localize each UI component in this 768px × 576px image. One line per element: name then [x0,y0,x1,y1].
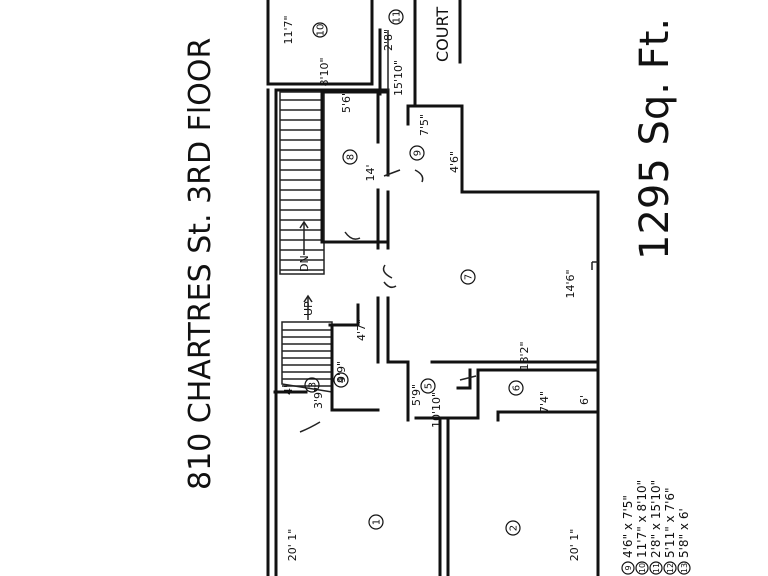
room-2-marker: 2 20' 1" [505,520,581,562]
room-1-number: 1 [372,519,383,525]
room-6-marker: 6 7'4" 6' [508,380,591,413]
room-10-number: 10 [316,24,327,37]
stairs-up [281,321,333,393]
room-11-dimension: 2'8" [382,29,395,51]
room-11-dimension-2: 15'10" [392,60,405,96]
room-4-marker: 49'9" 4'7" [333,319,368,388]
room-6-number: 6 [512,385,523,391]
room-8-dimension: 5'6" [340,91,353,113]
room-6-dimension-2: 6' [578,395,591,405]
room-3-dimension-2: 4' [282,385,295,395]
stairs-down [279,91,325,275]
room-4-dimension: 9'9" [335,361,348,383]
room-10-marker: 10 11'7" 8'10" [282,15,331,86]
legend-number: 12 [666,563,675,573]
room-7-dimension: 14'6" [564,269,577,298]
court-label: COURT [433,7,452,62]
room-5-dimension-2: 10'10" [430,392,443,428]
legend-number: 9 [624,565,633,570]
room-8-dimension-2: 14' [364,164,377,181]
legend-item-11: 11 2'8" x 15'10" [649,480,663,575]
room-5-number: 5 [424,383,435,389]
room-10-dimension-2: 8'10" [318,57,331,86]
room-8-marker: 8 5'6" 14' [340,91,377,182]
stairs-down-label: DN [298,255,311,272]
room-8-number: 8 [346,154,357,160]
door-swings [299,169,598,433]
room-1-marker: 1 20' 1" [286,514,384,562]
plan-title: 810 CHARTRES St. 3RD FlOOR [183,38,218,490]
legend-item-12: 12 5'11" x 7'6" [663,487,677,575]
legend-text: 4'6" x 7'5" [621,495,635,558]
room-5-marker: 55'9" 10'10" [410,378,443,428]
area-label: 1295 Sq. Ft. [632,18,678,260]
room-4-dimension-2: 4'7" [355,319,368,341]
room-9-number: 9 [413,150,424,156]
room-labels: 1 20' 1" 2 20' 1" 33'9" 4' 49'9" 4'7" 55'9" 10'10… [282,9,591,562]
room-9-dimension-2: 7'5" [418,114,431,136]
room-2-dimension: 20' 1" [568,529,581,562]
room-5-dimension: 5'9" [410,384,423,406]
room-11-marker: 11 2'8" 15'10" [382,9,405,96]
legend-text: 2'8" x 15'10" [649,480,663,558]
room-11-number: 11 [392,11,403,24]
room-7-marker: 7 14'6" 18'2" [460,269,577,371]
legend-number: 11 [652,563,661,573]
legend-number: 13 [680,563,689,573]
room-3-dimension: 3'9" [312,387,325,409]
room-3-marker: 33'9" 4' [282,377,325,409]
legend-text: 5'11" x 7'6" [663,487,677,558]
legend-item-13: 13 5'8" x 6' [677,508,691,575]
room-10-11-walls [370,0,389,100]
room-4-number: 4 [337,377,348,383]
legend-number: 10 [638,563,647,573]
interior-walls [320,90,600,576]
room-9-dimension: 4'6" [448,151,461,173]
legend-item-10: 10 11'7" x 8'10" [635,480,649,575]
room-7-number: 7 [464,274,475,280]
room-7-dimension-2: 18'2" [518,341,531,370]
legend-item-9: 9 4'6" x 7'5" [621,495,635,575]
room-legend: 9 4'6" x 7'5"10 11'7" x 8'10"11 2'8" x 15'1… [621,480,691,575]
legend-text: 5'8" x 6' [677,508,691,558]
room-1-dimension: 20' 1" [286,529,299,562]
room-9-marker: 9 4'6" 7'5" [409,114,461,173]
outer-walls [266,0,600,576]
room-3-number: 3 [308,382,319,388]
room-10-dimension: 11'7" [282,15,295,44]
room-6-dimension: 7'4" [538,391,551,413]
room-2-number: 2 [509,525,520,531]
legend-text: 11'7" x 8'10" [635,480,649,558]
